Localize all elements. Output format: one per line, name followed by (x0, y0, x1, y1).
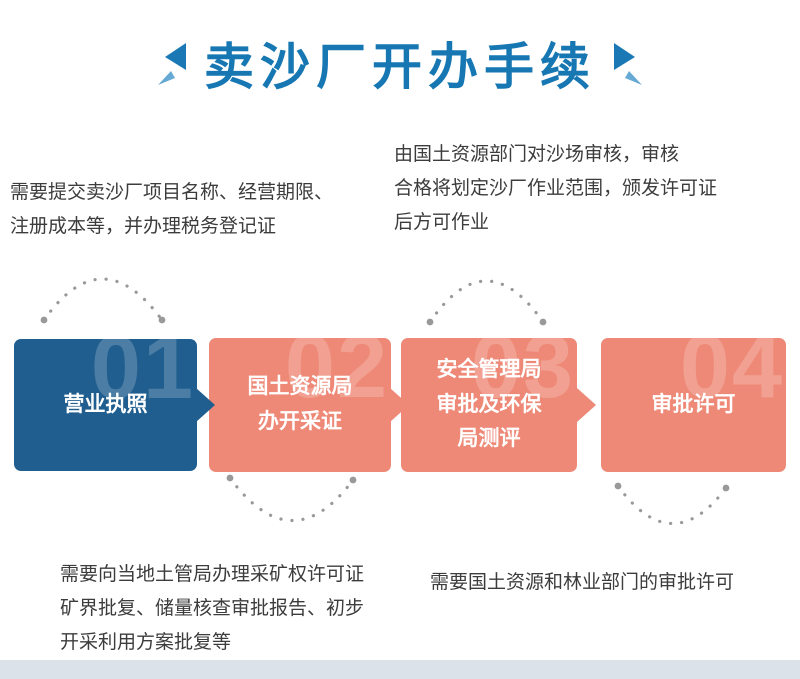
arc-top-left (42, 277, 164, 322)
footer-band (0, 660, 800, 679)
step-box-approval-permit: 04 审批许可 (601, 338, 786, 472)
arrow-right-icon (196, 388, 215, 422)
step-number: 02 (284, 338, 389, 417)
step-box-land-resources-permit: 02 国土资源局 办开采证 (209, 338, 391, 472)
arc-bottom-left (228, 476, 355, 523)
step-box-safety-environment-review: 03 安全管理局 审批及环保 局测评 (401, 338, 577, 472)
arrow-right-icon (390, 388, 409, 422)
page-title: 卖沙厂开办手续 (204, 39, 596, 95)
title-left-accent-icon (158, 43, 186, 85)
step-label: 营业执照 (63, 392, 148, 416)
step-number: 03 (470, 338, 575, 417)
step-label: 国土资源局 办开采证 (247, 375, 353, 433)
step-label: 审批许可 (651, 392, 736, 416)
arc-top-right (428, 279, 545, 324)
step-number: 01 (90, 339, 195, 418)
step-box-business-license: 01 营业执照 (14, 339, 197, 471)
note-bottom-left: 需要向当地土管局办理采矿权许可证 矿界批复、储量核查审批报告、初步 开采利用方案… (60, 564, 365, 653)
title-right-accent-icon (614, 43, 642, 85)
note-top-left: 需要提交卖沙厂项目名称、经营期限、 注册成本等，并办理税务登记证 (10, 182, 334, 237)
arrow-right-icon (577, 388, 596, 422)
note-bottom-right: 需要国土资源和林业部门的审批许可 (430, 572, 735, 593)
note-top-right: 由国土资源部门对沙场审核，审核 合格将划定沙厂作业范围，颁发许可证 后方可作业 (394, 144, 718, 233)
step-label: 安全管理局 审批及环保 局测评 (436, 358, 542, 451)
step-number: 04 (679, 338, 784, 417)
arc-bottom-right (616, 484, 728, 525)
title-row: 卖沙厂开办手续 (0, 26, 800, 100)
